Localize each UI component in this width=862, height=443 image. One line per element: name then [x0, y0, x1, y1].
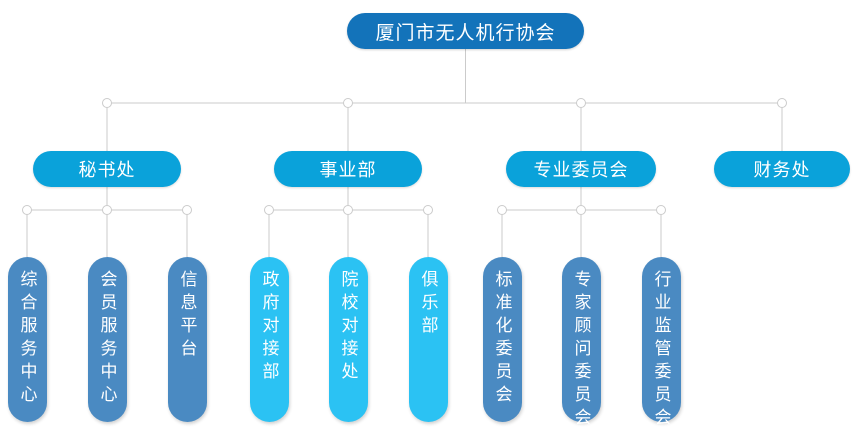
node-label: 俱乐部 [418, 270, 438, 339]
node-label: 标准化委员会 [492, 270, 512, 408]
node-professional-committee: 专业委员会 [506, 151, 656, 187]
node-school-liaison-office: 院校对接处 [328, 257, 368, 422]
node-label: 专家顾问委员会 [571, 270, 591, 431]
node-club: 俱乐部 [408, 257, 448, 422]
node-label: 会员服务中心 [97, 270, 117, 408]
node-secretariat: 秘书处 [33, 151, 181, 187]
node-standardization-committee: 标准化委员会 [482, 257, 522, 422]
node-member-service-center: 会员服务中心 [87, 257, 127, 422]
node-finance-office: 财务处 [714, 151, 850, 187]
node-label: 综合服务中心 [17, 270, 37, 408]
node-label: 行业监管委员会 [651, 270, 671, 431]
node-label: 政府对接部 [259, 270, 279, 385]
node-business-division: 事业部 [274, 151, 422, 187]
node-label: 信息平台 [177, 270, 197, 362]
node-government-liaison-dept: 政府对接部 [249, 257, 289, 422]
node-info-platform: 信息平台 [167, 257, 207, 422]
node-industry-supervision-committee: 行业监管委员会 [641, 257, 681, 431]
node-association-root: 厦门市无人机行协会 [347, 13, 584, 49]
node-general-service-center: 综合服务中心 [7, 257, 47, 422]
node-label: 院校对接处 [338, 270, 358, 385]
junction-dots [22, 98, 787, 215]
node-expert-advisory-committee: 专家顾问委员会 [561, 257, 601, 431]
